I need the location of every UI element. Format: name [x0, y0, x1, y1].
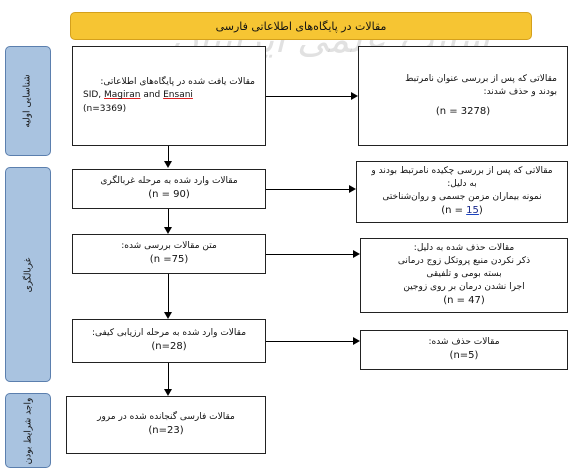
arrow-fulltext-to-quality-head: [164, 312, 172, 319]
screened-count: (n = 90): [148, 189, 190, 201]
arrow-identified-to-screened-head: [164, 161, 172, 168]
identified-sources: SID, Magiran and Ensani: [83, 89, 255, 102]
quality-assessment-box: مقالات وارد شده به مرحله ارزیابی کیفی: (…: [72, 319, 266, 363]
removed-abstract-count: (n = 15): [357, 204, 567, 219]
removed-quality-count: (n=5): [449, 350, 479, 362]
identified-count: (n=3369): [83, 103, 127, 114]
removed-title-box: مقالاتی که پس از بررسی عنوان نامرتبط بود…: [358, 46, 568, 146]
source-ensani: Ensani: [163, 90, 193, 101]
removed-abstract-count-suffix: ): [478, 205, 483, 217]
identified-records-box: مقالات یافت شده در پایگاه‌های اطلاعاتی: …: [72, 46, 266, 146]
removed-abstract-count-value: 15: [466, 205, 479, 217]
removed-abstract-count-prefix: (n =: [441, 205, 467, 217]
removed-fulltext-box: مقالات حذف شده به دلیل: ذکر نکردن منبع پ…: [360, 238, 568, 313]
stage-included: واجد شرایط بودن: [5, 393, 51, 468]
arrow-to-removed-quality-head: [353, 337, 360, 345]
header-title: مقالات در پایگاه‌های اطلاعاتی فارسی: [215, 19, 387, 33]
removed-fulltext-line2: ذکر نکردن منبع پروتکل زوج درمانی: [397, 256, 531, 267]
arrow-to-removed-quality-line: [266, 341, 353, 342]
fulltext-assessed-box: متن مقالات بررسی شده: (n =75): [72, 234, 266, 274]
final-line1: مقالات فارسی گنجانده شده در مرور: [97, 412, 235, 423]
arrow-to-removed-abstract-head: [349, 185, 356, 193]
removed-title-count: (n = 3278): [435, 105, 491, 117]
arrow-identified-to-screened-line: [168, 146, 169, 161]
source-and: and: [140, 90, 164, 101]
arrow-to-removed-abstract-line: [266, 189, 349, 190]
removed-quality-line1: مقالات حذف شده:: [428, 337, 500, 348]
quality-line1: مقالات وارد شده به مرحله ارزیابی کیفی:: [91, 328, 247, 339]
arrow-screened-to-fulltext-line: [168, 209, 169, 227]
arrow-to-removed-fulltext-line: [266, 254, 353, 255]
removed-fulltext-line4: اجرا نشدن درمان بر روی زوجین: [403, 282, 525, 293]
screened-line1: مقالات وارد شده به مرحله غربالگری: [100, 176, 238, 187]
removed-quality-box: مقالات حذف شده: (n=5): [360, 330, 568, 370]
removed-fulltext-line1: مقالات حذف شده به دلیل:: [413, 243, 515, 254]
removed-abstract-line1: مقالاتی که پس از بررسی چکیده نامرتبط بود…: [371, 166, 553, 177]
arrow-to-removed-title-line: [266, 96, 351, 97]
header-bar: مقالات در پایگاه‌های اطلاعاتی فارسی: [70, 12, 532, 40]
identified-line1: مقالات یافت شده در پایگاه‌های اطلاعاتی:: [100, 77, 255, 88]
fulltext-line1: متن مقالات بررسی شده:: [121, 241, 217, 252]
stage-screening: غربالگری: [5, 167, 51, 382]
source-sid: SID,: [83, 90, 105, 101]
removed-title-line1: مقالاتی که پس از بررسی عنوان نامرتبط: [405, 73, 557, 84]
quality-count: (n=28): [151, 341, 187, 353]
arrow-to-removed-fulltext-head: [353, 250, 360, 258]
stage-identification: شناسایی اولیه: [5, 46, 51, 156]
arrow-quality-to-final-line: [168, 363, 169, 389]
arrow-quality-to-final-head: [164, 389, 172, 396]
removed-fulltext-line3: بسته بومی و تلفیقی: [426, 269, 502, 280]
screened-records-box: مقالات وارد شده به مرحله غربالگری (n = 9…: [72, 169, 266, 209]
stage-included-label: واجد شرایط بودن: [23, 397, 33, 464]
final-count: (n=23): [148, 425, 184, 437]
arrow-screened-to-fulltext-head: [164, 227, 172, 234]
source-magiran: Magiran: [104, 90, 141, 101]
stage-screening-label: غربالگری: [23, 257, 33, 292]
included-studies-box: مقالات فارسی گنجانده شده در مرور (n=23): [66, 396, 266, 454]
removed-fulltext-count: (n = 47): [443, 295, 485, 307]
arrow-to-removed-title-head: [351, 92, 358, 100]
stage-identification-label: شناسایی اولیه: [23, 74, 33, 128]
fulltext-count: (n =75): [149, 254, 189, 266]
removed-abstract-line3: نمونه بیماران مزمن جسمی و روان‌شناختی: [382, 192, 542, 203]
removed-abstract-box: مقالاتی که پس از بررسی چکیده نامرتبط بود…: [356, 161, 568, 223]
removed-title-line2: بودند و حذف شدند:: [483, 86, 557, 97]
arrow-fulltext-to-quality-line: [168, 274, 169, 312]
removed-abstract-line2: به دلیل:: [447, 179, 477, 190]
